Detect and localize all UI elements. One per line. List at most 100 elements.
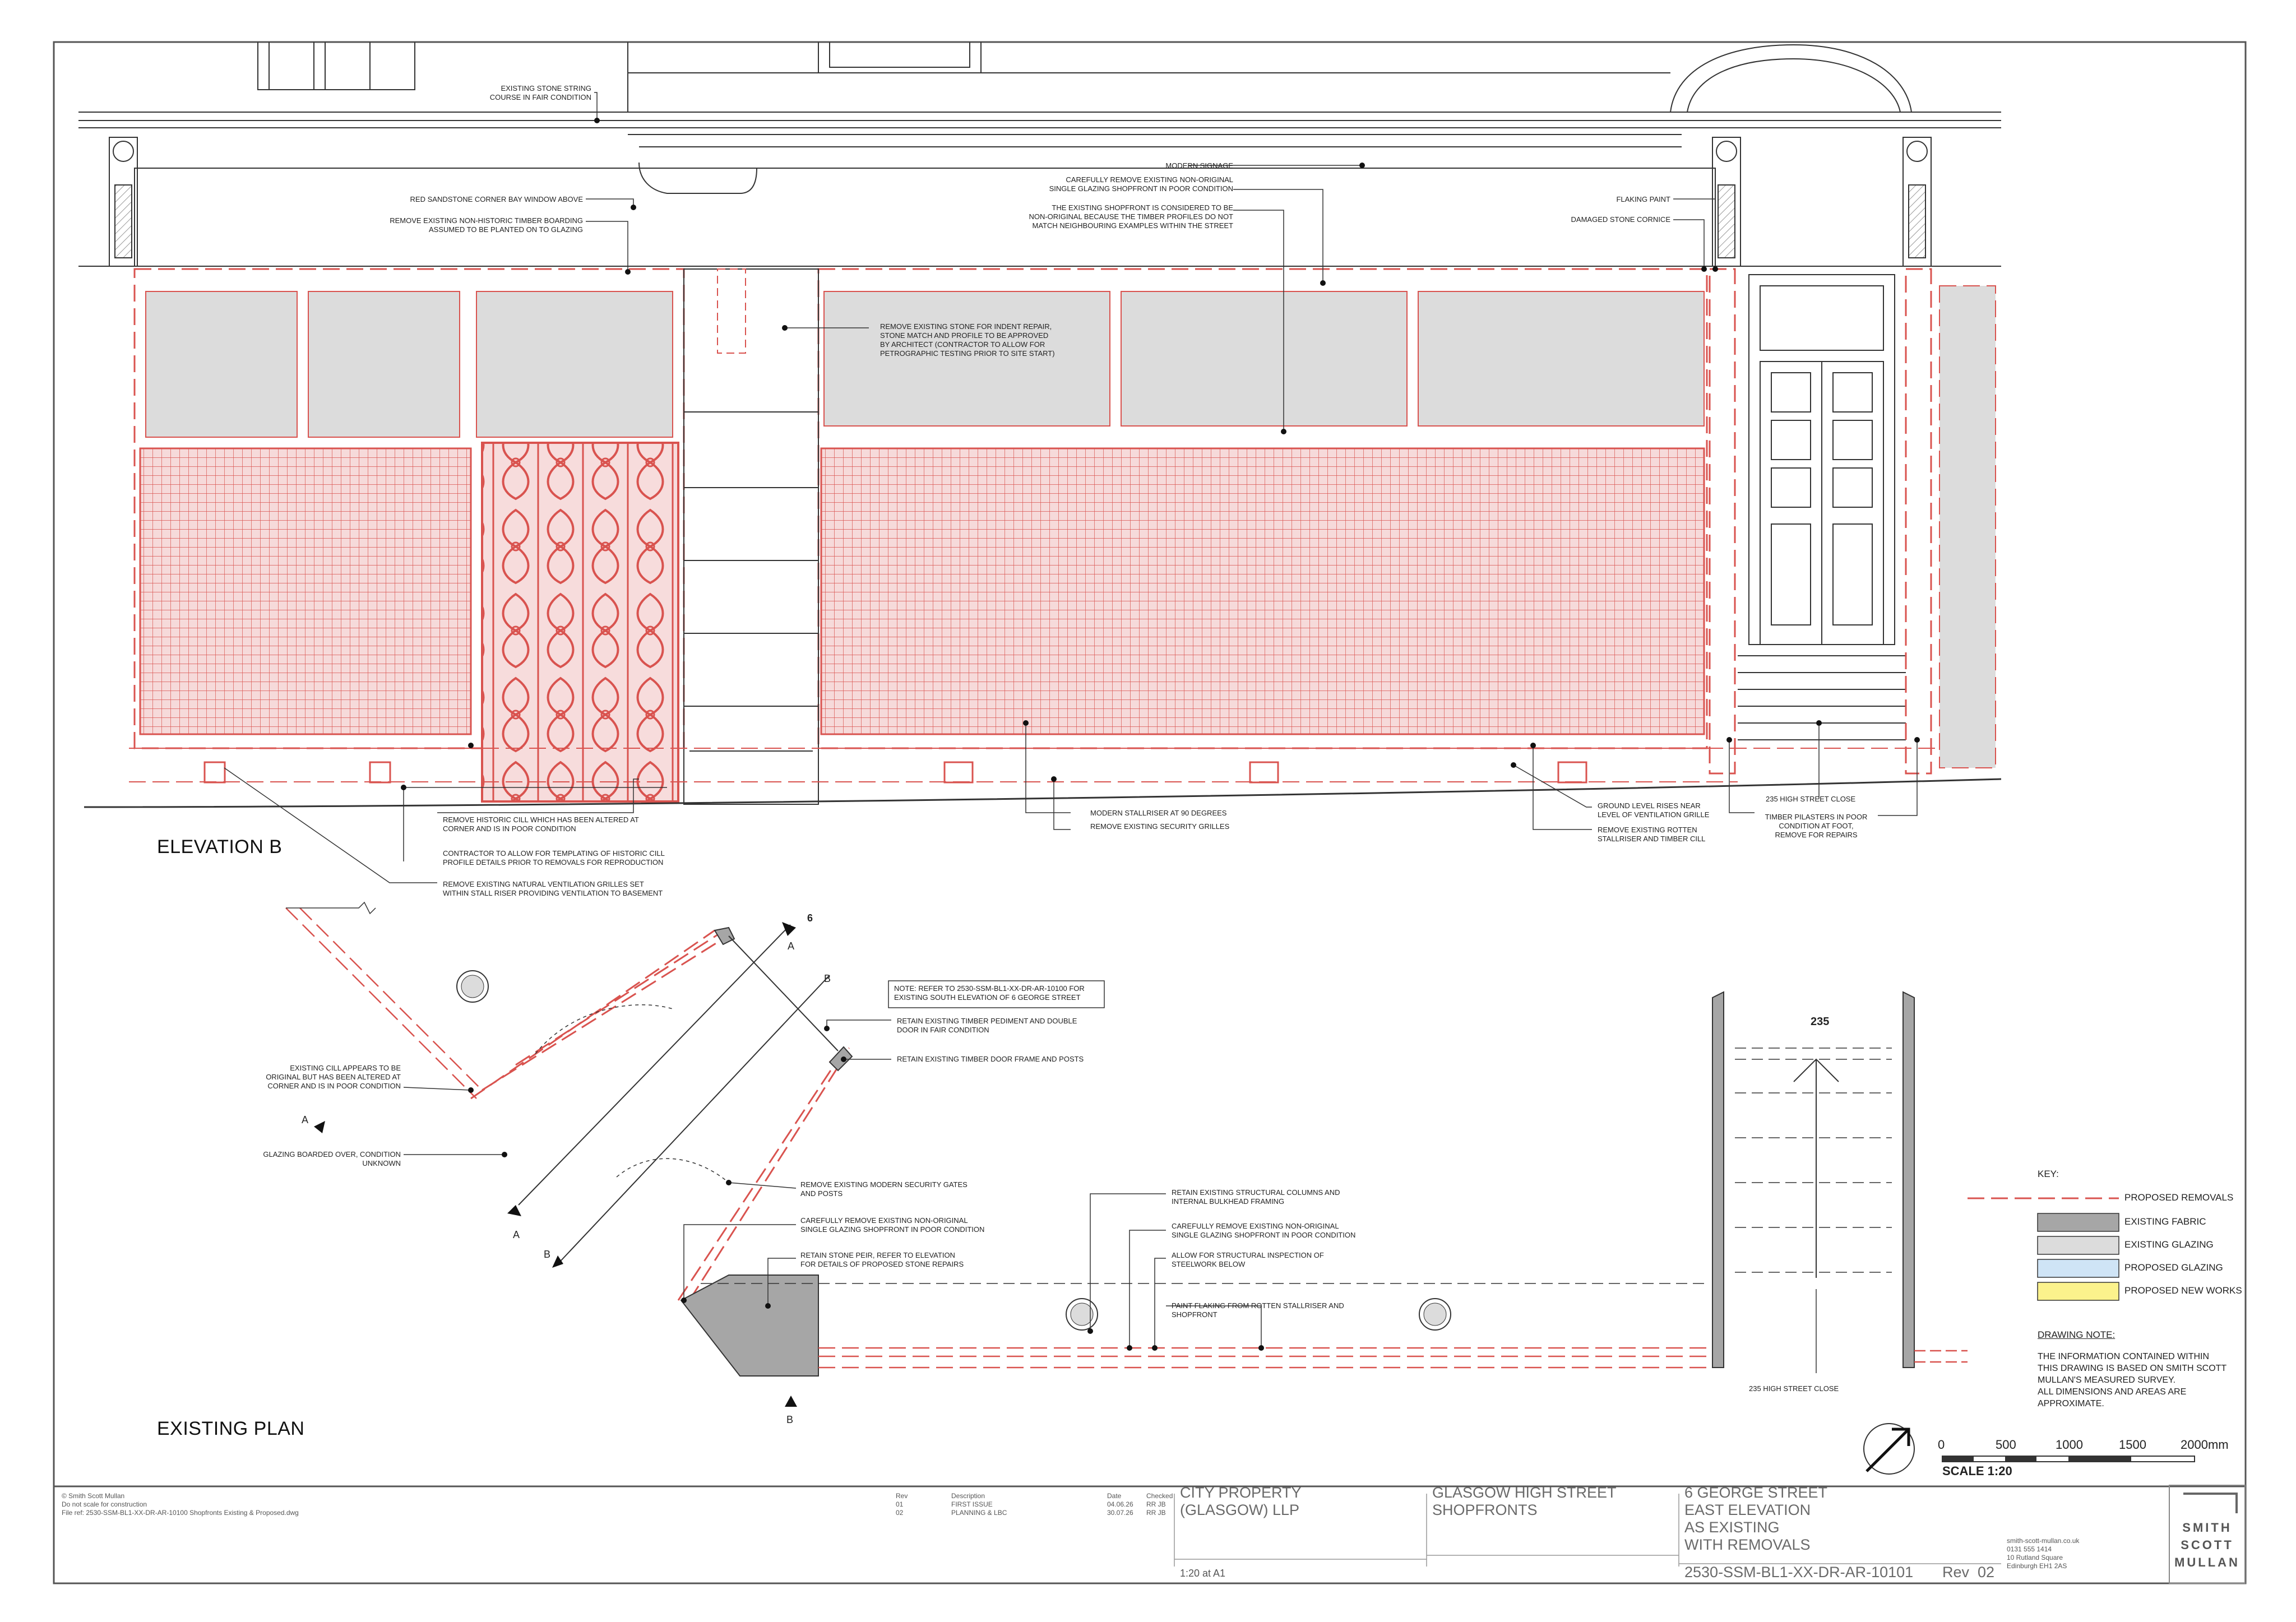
close-entrance [1709,268,1996,775]
drawing-note: THE INFORMATION CONTAINED WITHIN THIS DR… [2038,1352,2227,1408]
note-historic-cill: REMOVE HISTORIC CILL WHICH HAS BEEN ALTE… [443,815,639,833]
column-circle [1419,1298,1451,1331]
plan-leaders [403,1019,1262,1348]
section-marker-6: 6 [807,912,813,924]
glazing-panel [1121,291,1408,427]
note-templating: CONTRACTOR TO ALLOW FOR TEMPLATING OF HI… [443,849,665,866]
rev-values: 01 02 [896,1500,904,1517]
vent-grilles [203,761,1587,784]
close-wall-left [1712,991,1724,1368]
column-circle [1066,1298,1098,1331]
note-timber-boarding: REMOVE EXISTING NON-HISTORIC TIMBER BOAR… [390,216,583,234]
plan-leader-dots [468,1026,1264,1351]
column-circle [456,970,489,1003]
copyright-block: © Smith Scott Mullan Do not scale for co… [62,1492,299,1517]
boarded-panel [820,447,1705,735]
scale-label: SCALE 1:20 [1942,1464,2012,1478]
section-marker-b-bottom-plan: B [786,1414,794,1425]
note-glazing-boarded: GLAZING BOARDED OVER, CONDITION UNKNOWN [263,1150,401,1167]
date-header: Date [1107,1492,1122,1500]
desc-header: Description [951,1492,985,1500]
project-name: GLASGOW HIGH STREET SHOPFRONTS [1432,1484,1617,1518]
drawing-number: 2530-SSM-BL1-XX-DR-AR-10101 [1684,1564,1914,1581]
title-block-lines [1174,1485,2246,1584]
key-swatches [1968,1197,2119,1301]
date-values: 04.06.26 30.07.26 [1107,1500,1133,1517]
checked-values: RR JB RR JB [1146,1500,1166,1517]
key-label-existing-glazing: EXISTING GLAZING [2124,1239,2214,1250]
section-line-a [518,924,791,1206]
section-marker-b-bottom: B [544,1249,551,1260]
close-stairs [1735,1048,1892,1273]
left-console [109,137,138,267]
boarded-panel [139,447,472,735]
note-close-plan: 235 HIGH STREET CLOSE [1749,1384,1839,1393]
note-ref: NOTE: REFER TO 2530-SSM-BL1-XX-DR-AR-101… [894,984,1085,1002]
drawing-note-title: DRAWING NOTE: [2038,1329,2116,1340]
rev-header: Rev [896,1492,908,1500]
right-console [1712,137,1932,267]
scale-tick-500: 500 [1996,1438,2016,1452]
scale-tick-1000: 1000 [2056,1438,2083,1452]
elevation-title: ELEVATION B [157,836,283,858]
section-marker-b-top: B [824,973,831,984]
checked-header: Checked [1146,1492,1173,1500]
note-cill-original: EXISTING CILL APPEARS TO BE ORIGINAL BUT… [266,1064,401,1090]
plan-title: EXISTING PLAN [157,1418,305,1439]
upper-window-center [627,42,1670,112]
glazing-panel [476,291,673,438]
plan-wall-diagonal [285,907,483,1099]
glazing-panel [308,291,460,438]
note-non-original: THE EXISTING SHOPFRONT IS CONSIDERED TO … [1029,203,1233,230]
drawing-scale: 1:20 at A1 [1180,1568,1226,1579]
drawing-title: 6 GEORGE STREET EAST ELEVATION AS EXISTI… [1684,1484,1828,1553]
note-indent-repair: REMOVE EXISTING STONE FOR INDENT REPAIR,… [880,322,1055,358]
upper-window-left [257,42,415,90]
door-leaf [728,935,839,1051]
revision: Rev 02 [1942,1564,1995,1581]
note-ground-level: GROUND LEVEL RISES NEAR LEVEL OF VENTILA… [1598,801,1710,819]
note-ventilation: REMOVE EXISTING NATURAL VENTILATION GRIL… [443,880,663,897]
section-marker-a-left: A [302,1114,309,1125]
stallriser [129,748,1996,782]
scale-tick-2000: 2000mm [2181,1438,2229,1452]
practice-address: smith-scott-mullan.co.uk 0131 555 1414 1… [2007,1537,2080,1570]
ref-note-box [888,980,1105,1008]
stone-pier [683,268,819,805]
glazing-panel [145,291,298,438]
plan-shopfront-upper [470,926,729,1100]
elevation-b [78,42,2002,883]
door-swing [535,1004,673,1054]
note-string-course: EXISTING STONE STRING COURSE IN FAIR CON… [489,84,591,101]
note-bay-window: RED SANDSTONE CORNER BAY WINDOW ABOVE [410,195,583,203]
upper-facade [78,112,2001,128]
key-label-removals: PROPOSED REMOVALS [2124,1192,2234,1203]
note-pilasters: TIMBER PILASTERS IN POOR CONDITION AT FO… [1765,813,1868,839]
note-paint-flaking: PAINT FLAKING FROM ROTTEN STALLRISER AND… [1172,1301,1344,1319]
section-marker-a-bottom: A [513,1229,520,1240]
key-label-proposed-glazing: PROPOSED GLAZING [2124,1262,2223,1273]
note-stone-peir: RETAIN STONE PEIR, REFER TO ELEVATION FO… [800,1251,964,1268]
note-damaged-cornice: DAMAGED STONE CORNICE [1571,215,1670,224]
arch-pediment [1670,44,1912,113]
existing-plan [285,901,1968,1407]
scale-bar [1942,1456,2195,1462]
stone-peir [680,1275,819,1377]
leader-dots [401,118,1920,790]
north-arrow-icon [1863,1423,1915,1475]
key-title: KEY: [2038,1169,2059,1179]
desc-values: FIRST ISSUE PLANNING & LBC [951,1500,1007,1517]
note-rotten-stallriser: REMOVE EXISTING ROTTEN STALLRISER AND TI… [1598,826,1706,843]
key-label-new-works: PROPOSED NEW WORKS [2124,1285,2242,1296]
sheet-border [53,41,2247,1584]
key-label-existing-fabric: EXISTING FABRIC [2124,1216,2206,1227]
note-close-elevation: 235 HIGH STREET CLOSE [1766,795,1856,803]
note-flaking-paint: FLAKING PAINT [1616,195,1670,203]
note-stallriser: MODERN STALLRISER AT 90 DEGREES [1090,809,1227,817]
section-line-b [560,975,830,1262]
logo-mark [2183,1493,2238,1513]
client-name: CITY PROPERTY (GLASGOW) LLP [1180,1484,1302,1518]
note-structural-columns: RETAIN EXISTING STRUCTURAL COLUMNS AND I… [1172,1188,1340,1206]
glazing-panel [823,291,1110,427]
